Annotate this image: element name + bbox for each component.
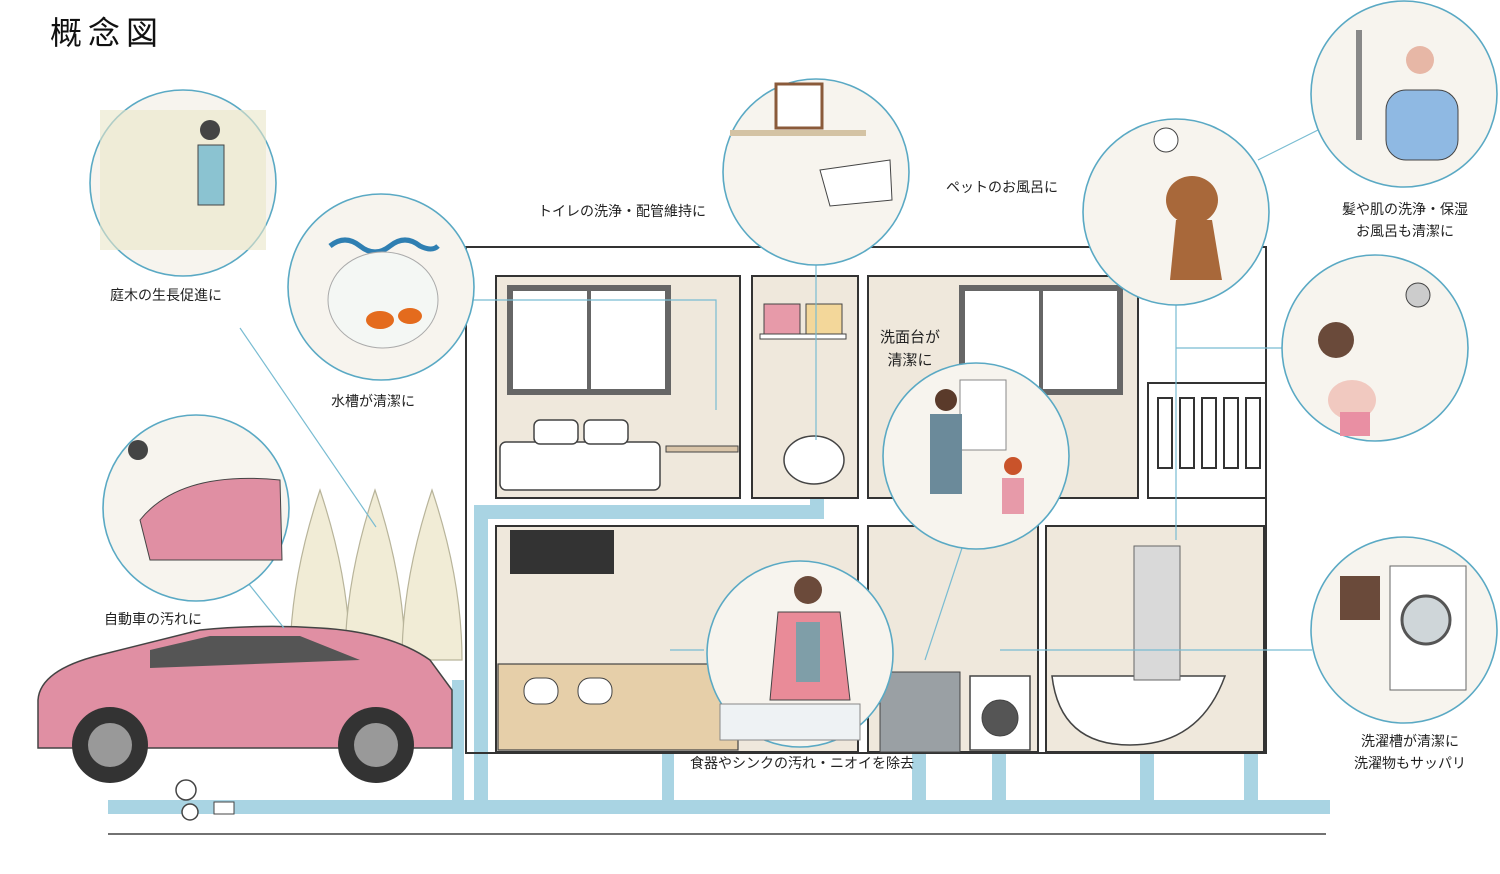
label-dishes: 食器やシンクの汚れ・ニオイを除去 bbox=[690, 756, 914, 772]
label-hair: 髪や肌の洗浄・保湿 お風呂も清潔に bbox=[1338, 200, 1472, 243]
label-car: 自動車の汚れに bbox=[104, 612, 202, 628]
vignette-washbasin bbox=[882, 362, 1070, 550]
label-laundry-line2: 洗濯物もサッパリ bbox=[1354, 755, 1466, 772]
water-meter-icon bbox=[175, 779, 235, 821]
label-washbasin: 洗面台が 清潔に bbox=[870, 326, 950, 373]
vignette-car-wash bbox=[102, 414, 290, 602]
label-washbasin-line2: 清潔に bbox=[887, 351, 933, 370]
label-hair-line2: お風呂も清潔に bbox=[1356, 223, 1454, 240]
label-laundry-line1: 洗濯槽が清潔に bbox=[1361, 734, 1459, 750]
page-title: 概念図 bbox=[50, 14, 165, 52]
label-hair-line1: 髪や肌の洗浄・保湿 bbox=[1342, 202, 1468, 218]
vignette-kitchen bbox=[706, 560, 894, 748]
vignette-bath bbox=[1310, 0, 1498, 188]
vignette-pet-bath bbox=[1082, 118, 1270, 306]
connector-lines bbox=[231, 129, 1319, 661]
vignette-shower bbox=[1281, 254, 1469, 442]
trees bbox=[289, 488, 463, 661]
vignette-laundry bbox=[1310, 536, 1498, 724]
label-toilet: トイレの洗浄・配管維持に bbox=[538, 204, 706, 220]
label-aquarium: 水槽が清潔に bbox=[331, 394, 415, 410]
label-washbasin-line1: 洗面台が bbox=[879, 328, 940, 346]
vignette-toilet bbox=[722, 78, 910, 266]
label-garden: 庭木の生長促進に bbox=[110, 288, 222, 304]
car bbox=[37, 625, 453, 783]
vignette-aquarium bbox=[287, 193, 475, 381]
label-laundry: 洗濯槽が清潔に 洗濯物もサッパリ bbox=[1348, 732, 1472, 775]
label-pet: ペットのお風呂に bbox=[946, 180, 1058, 196]
vignette-garden bbox=[89, 89, 277, 277]
